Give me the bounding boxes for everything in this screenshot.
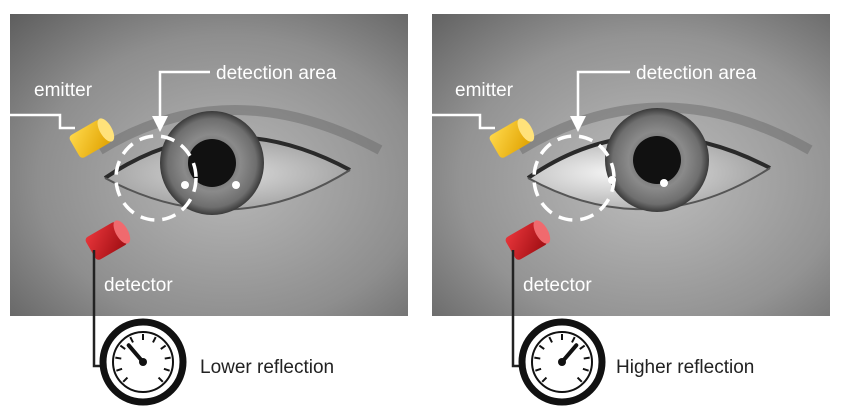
gauge-tick xyxy=(571,336,576,343)
panel-lower-reflection: detection area emitter detector Lower re… xyxy=(10,14,408,406)
detection-pointer-arrowhead xyxy=(152,116,168,132)
gauge-tick xyxy=(535,367,542,372)
reflection-label: Higher reflection xyxy=(616,357,754,378)
reflection-gauge xyxy=(99,318,187,406)
detection-pointer-line xyxy=(576,70,630,82)
detection-area-outline xyxy=(114,134,198,222)
gauge-tick xyxy=(582,367,589,372)
gauge-tick xyxy=(129,336,134,343)
gauge-tick xyxy=(163,367,170,372)
gauge-tick xyxy=(541,376,548,383)
emitter-led xyxy=(489,118,535,158)
gauge-tick xyxy=(583,356,590,360)
gauge-tick xyxy=(534,356,541,360)
detector-label: detector xyxy=(523,275,592,296)
detector-label: detector xyxy=(104,275,173,296)
pupil xyxy=(188,139,236,187)
emitter-pointer-line xyxy=(432,113,495,130)
gauge-tick xyxy=(164,356,171,360)
gauge-tick xyxy=(579,344,586,350)
gauge-tick xyxy=(152,336,157,343)
reflection-label: Lower reflection xyxy=(200,357,334,378)
emitter-led xyxy=(69,118,115,158)
detection-pointer-line xyxy=(158,70,210,82)
panel-higher-reflection: detection area emitter detector Higher r… xyxy=(432,14,830,406)
glint xyxy=(660,179,668,187)
glint xyxy=(232,181,240,189)
gauge-tick xyxy=(548,336,553,343)
detection-area-label: detection area xyxy=(636,63,757,84)
emitter-label: emitter xyxy=(34,80,93,101)
detection-area-outline xyxy=(532,134,616,222)
gauge-tick xyxy=(576,376,583,383)
gauge-tick xyxy=(157,376,164,383)
gauge-tick xyxy=(122,376,129,383)
detection-area-label: detection area xyxy=(216,63,337,84)
emitter-pointer-line xyxy=(10,113,75,130)
pupil xyxy=(633,136,681,184)
detector-sensor xyxy=(85,220,131,260)
detector-sensor xyxy=(505,220,551,260)
gauge-tick xyxy=(115,356,122,360)
gauge-tick xyxy=(116,367,123,372)
gauge-tick xyxy=(160,344,167,350)
gauge-tick xyxy=(119,344,126,350)
glint xyxy=(181,181,189,189)
gauge-tick xyxy=(538,344,545,350)
reflection-gauge xyxy=(518,318,606,406)
detection-pointer-arrowhead xyxy=(570,116,586,132)
emitter-label: emitter xyxy=(455,80,514,101)
eyelid-crease xyxy=(97,105,383,155)
eyelid-crease xyxy=(517,102,813,155)
